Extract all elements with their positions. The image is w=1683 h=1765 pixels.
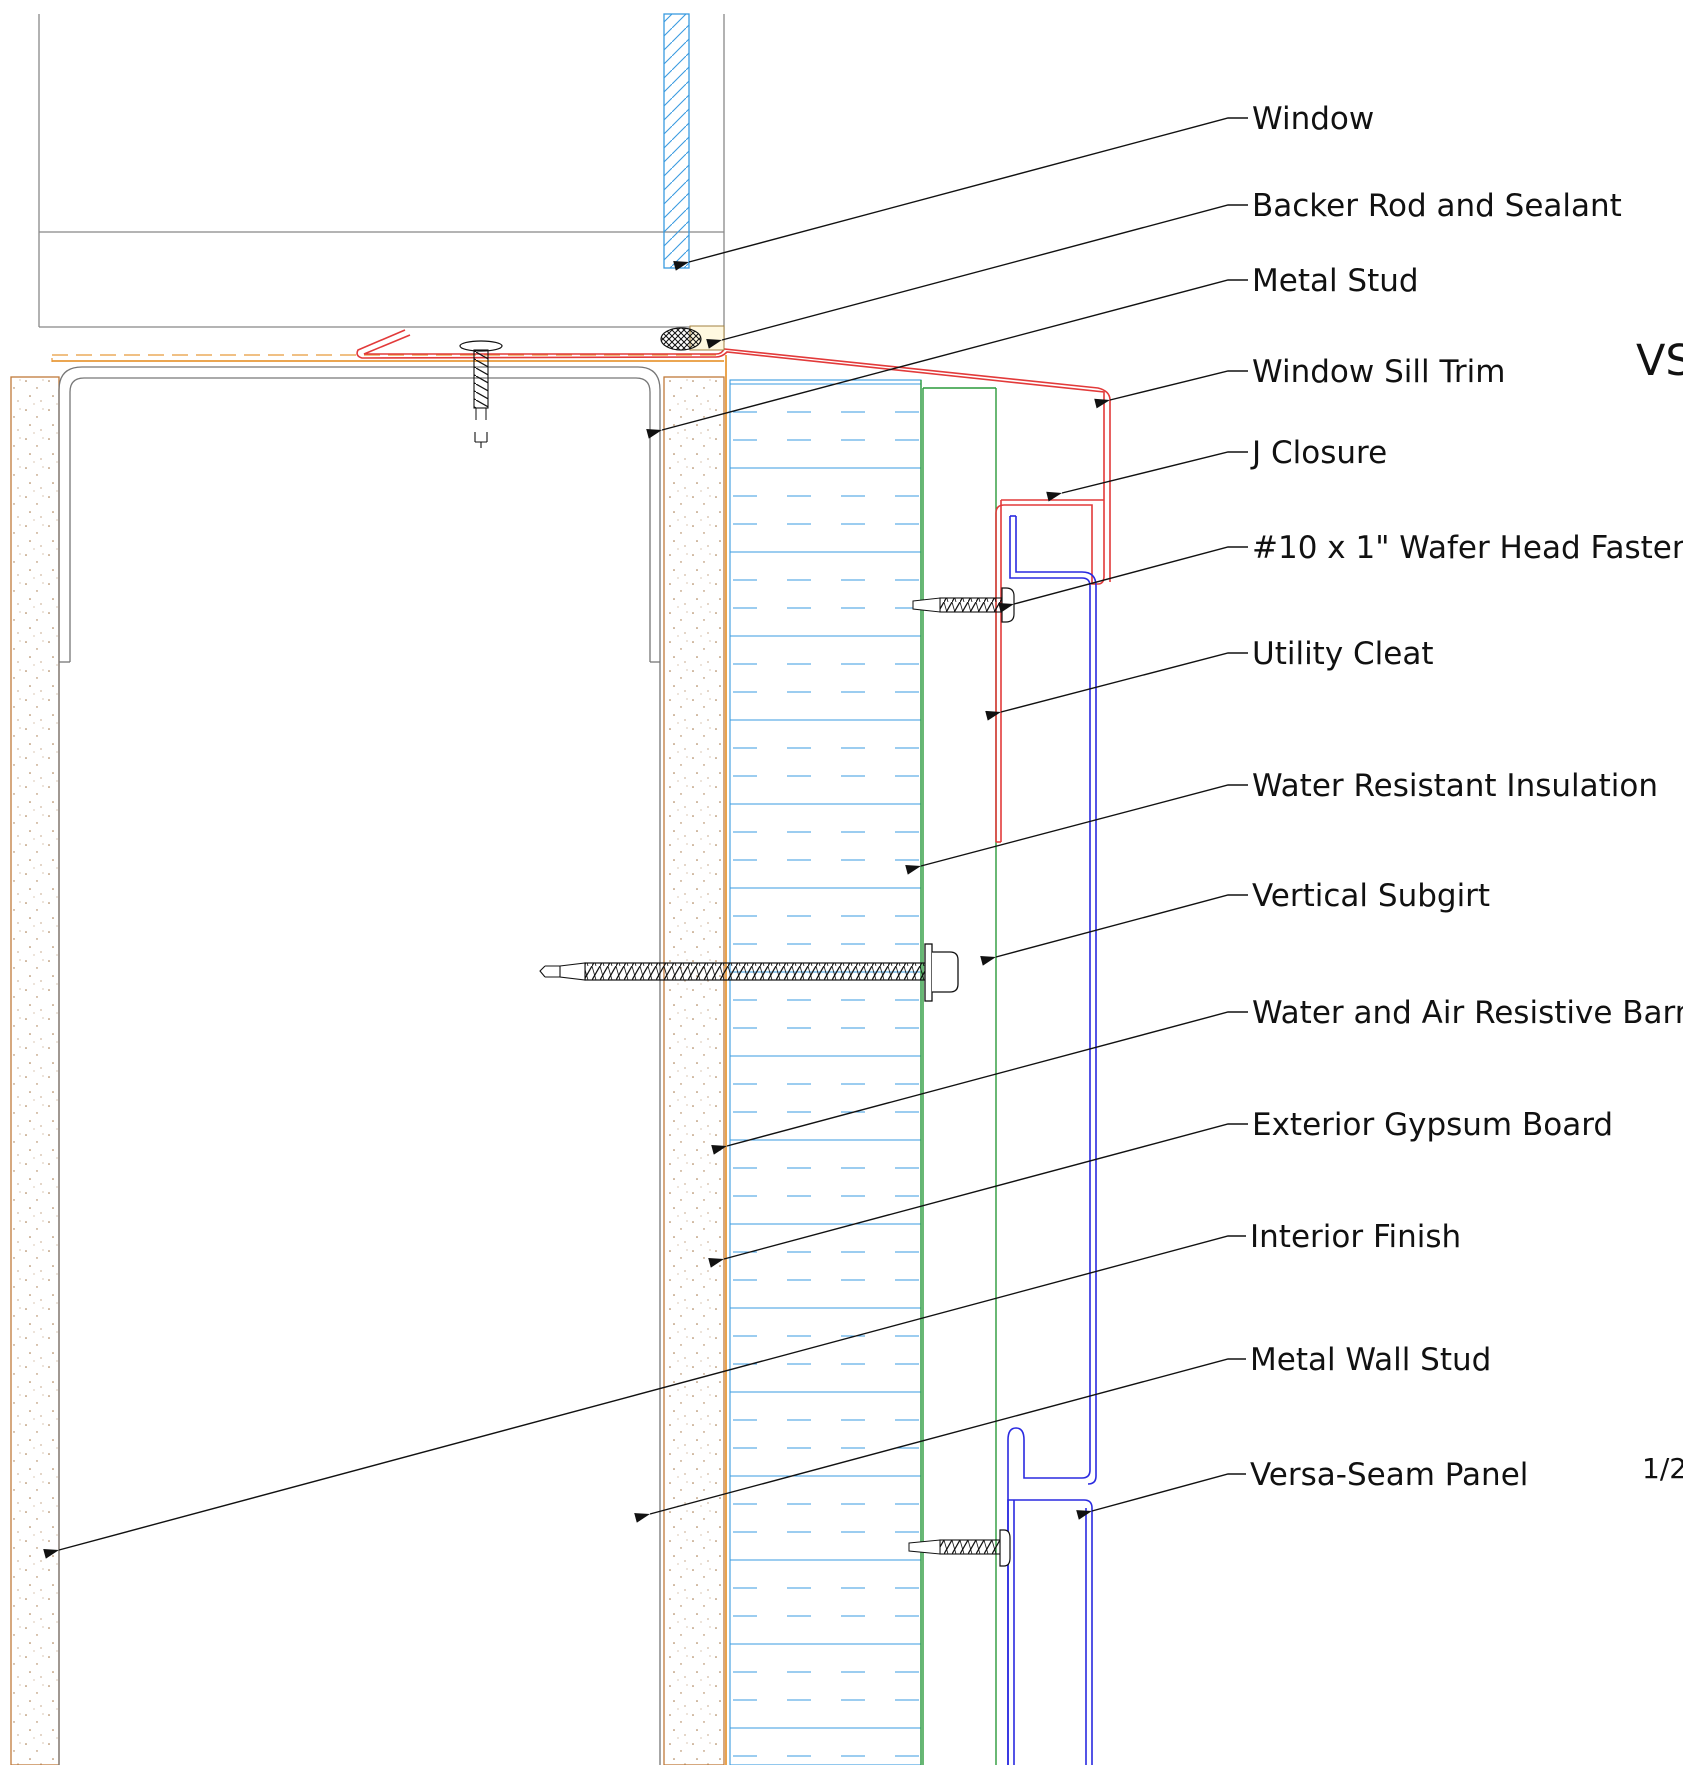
label-metal-wall-stud: Metal Wall Stud	[1250, 1342, 1491, 1378]
metal-wall-stud-outline	[58, 366, 661, 1765]
leader-water-and-air-resistive-barrier	[711, 1011, 1248, 1155]
long-insulation-fastener	[539, 943, 959, 1002]
leader-metal-wall-stud	[634, 1358, 1246, 1523]
label-exterior-gypsum-board: Exterior Gypsum Board	[1252, 1107, 1613, 1143]
leader-window-sill-trim	[1094, 370, 1248, 409]
window-glass	[663, 13, 690, 269]
label-water-resistant-insulation: Water Resistant Insulation	[1252, 768, 1658, 804]
sill-screw	[459, 340, 503, 448]
detail-code-fragment: VS	[1636, 336, 1683, 386]
label-vertical-subgirt: Vertical Subgirt	[1252, 878, 1490, 914]
callout-leaders	[43, 117, 1248, 1559]
label-window-sill-trim: Window Sill Trim	[1252, 354, 1505, 390]
wafer-head-fastener-graphic	[912, 587, 1015, 623]
window-sill-trim-shape	[356, 329, 1111, 843]
versa-seam-panel-shape	[1007, 515, 1097, 1765]
sill-track	[51, 354, 724, 362]
label-metal-stud: Metal Stud	[1252, 263, 1419, 299]
window-frame	[38, 14, 725, 342]
label-versa-seam-panel: Versa-Seam Panel	[1250, 1457, 1528, 1493]
vertical-subgirt-outline	[920, 380, 997, 1765]
label-water-and-air-resistive-barrier: Water and Air Resistive Barrier	[1252, 995, 1683, 1031]
interior-finish-board	[10, 376, 60, 1765]
leader-backer-rod-and-sealant	[706, 204, 1248, 349]
leader-metal-stud	[646, 279, 1248, 439]
label-interior-finish: Interior Finish	[1250, 1219, 1461, 1255]
panel-clip-fastener	[908, 1529, 1011, 1567]
leader-utility-cleat	[985, 652, 1248, 721]
callout-labels: Window Backer Rod and Sealant Metal Stud…	[1250, 101, 1683, 1493]
leader-exterior-gypsum-board	[708, 1123, 1248, 1268]
insulation-layer	[729, 379, 922, 1765]
leader-window	[673, 117, 1248, 271]
label-window: Window	[1252, 101, 1374, 137]
scale-fragment: 1/2	[1642, 1452, 1683, 1485]
backer-rod	[660, 325, 725, 351]
label-backer-rod-and-sealant: Backer Rod and Sealant	[1252, 188, 1622, 224]
label-j-closure: J Closure	[1250, 435, 1387, 471]
leader-j-closure	[1046, 451, 1248, 502]
leader-versa-seam-panel	[1076, 1473, 1246, 1520]
leader-water-resistant-insulation	[905, 784, 1248, 875]
label-utility-cleat: Utility Cleat	[1252, 636, 1434, 672]
leader-wafer-head-fastener	[998, 546, 1248, 613]
label-wafer-head-fastener: #10 x 1" Wafer Head Fastener	[1252, 530, 1683, 566]
exterior-gypsum-board-layer	[663, 376, 725, 1765]
leader-vertical-subgirt	[980, 894, 1248, 966]
leader-interior-finish	[43, 1235, 1246, 1559]
